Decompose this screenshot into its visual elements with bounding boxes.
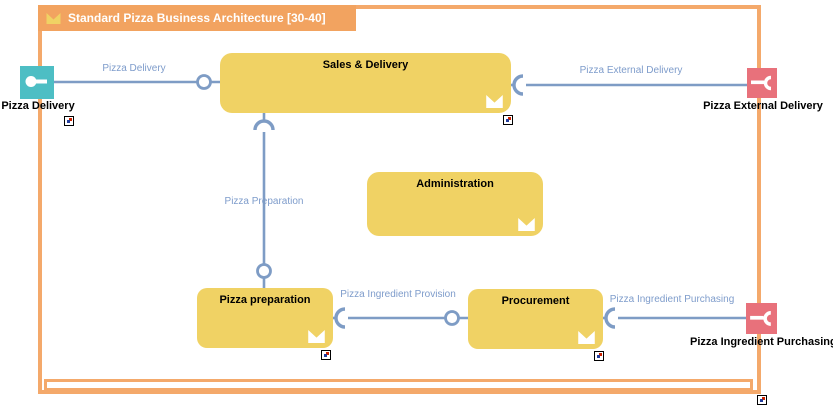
box-title: Pizza preparation — [219, 294, 311, 306]
interface-label-pizza-ingredient-purchasing: Pizza Ingredient Purchasing — [690, 336, 833, 348]
interface-pizza-external-delivery[interactable] — [747, 68, 777, 98]
connector-pizza-delivery[interactable] — [54, 74, 220, 90]
interface-label-pizza-external-delivery: Pizza External Delivery — [703, 100, 823, 112]
required-interface-icon — [751, 75, 772, 91]
interface-label-pizza-delivery: Pizza Delivery — [1, 100, 75, 112]
box-title: Sales & Delivery — [322, 59, 409, 71]
box-administration[interactable]: Administration — [367, 172, 543, 236]
model-reference-icon[interactable] — [64, 116, 74, 126]
business-process-icon — [486, 95, 503, 108]
interface-pizza-ingredient-purchasing[interactable] — [746, 303, 777, 334]
business-process-icon — [308, 330, 325, 343]
box-sales-and-delivery[interactable]: Sales & Delivery — [220, 53, 511, 113]
connector-pizza-ingredient-purchasing[interactable] — [603, 307, 747, 329]
provided-interface-icon — [25, 76, 47, 87]
interface-pizza-delivery[interactable] — [20, 66, 54, 99]
connector-pizza-preparation[interactable] — [253, 113, 275, 288]
diagram-title-tab[interactable]: Standard Pizza Business Architecture [30… — [38, 5, 356, 31]
business-process-icon — [518, 218, 535, 231]
connector-label-pizza-external-delivery: Pizza External Delivery — [579, 65, 683, 76]
connector-pizza-external-delivery[interactable] — [511, 74, 747, 96]
connector-label-pizza-delivery: Pizza Delivery — [102, 63, 166, 74]
box-title: Administration — [416, 178, 494, 190]
diagram-frame — [38, 5, 761, 394]
business-process-icon — [46, 12, 61, 24]
connector-label-pizza-ingredient-provision: Pizza Ingredient Provision — [340, 289, 456, 300]
model-reference-icon[interactable] — [503, 115, 513, 125]
model-reference-icon[interactable] — [594, 351, 604, 361]
business-process-icon — [578, 331, 595, 344]
required-interface-icon — [750, 311, 772, 326]
box-title: Procurement — [501, 295, 570, 307]
model-reference-icon[interactable] — [321, 350, 331, 360]
box-pizza-preparation[interactable]: Pizza preparation — [197, 288, 333, 348]
collapsed-lane[interactable] — [44, 379, 753, 391]
box-procurement[interactable]: Procurement — [468, 289, 603, 349]
diagram-title: Standard Pizza Business Architecture [30… — [68, 11, 326, 25]
connector-pizza-ingredient-provision[interactable] — [333, 307, 468, 329]
connector-label-pizza-ingredient-purchasing: Pizza Ingredient Purchasing — [609, 294, 735, 305]
model-reference-icon[interactable] — [757, 395, 767, 405]
